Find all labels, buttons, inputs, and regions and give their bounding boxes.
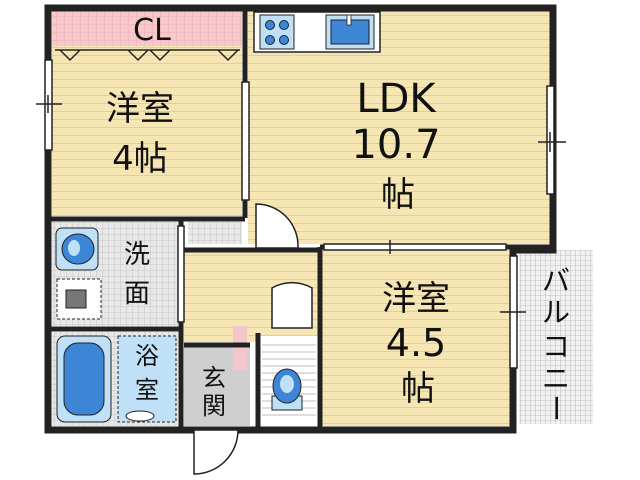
windows [36, 59, 566, 369]
ldk-size: 10.7 [351, 122, 440, 168]
balcony-floor [519, 250, 593, 424]
western-room-b-floor [320, 250, 510, 426]
entrance-label-1: 玄 [202, 364, 226, 392]
balcony-char: ニ [542, 362, 570, 395]
western-room-b-name: 洋室 [382, 279, 450, 319]
balcony-char: ー [539, 394, 572, 422]
door-swings [193, 203, 313, 475]
kitchen-counter [253, 11, 381, 53]
western-room-a-floor [52, 46, 242, 216]
washroom-label-1: 洗 [124, 240, 150, 270]
kitchen-tile [188, 222, 242, 244]
walls [44, 4, 557, 434]
ldk-unit: 帖 [381, 175, 415, 215]
ldk-name: LDK [356, 76, 437, 122]
western-room-a-name: 洋室 [106, 89, 174, 129]
washing-machine-icon [56, 278, 102, 320]
washbasin-icon [55, 227, 99, 271]
entrance-label-2: 関 [202, 392, 226, 420]
toilet-icon [271, 368, 303, 411]
closet-doors [55, 49, 240, 62]
stove-icon [259, 14, 295, 50]
balcony-char: バ [542, 264, 570, 297]
western-room-b-unit: 帖 [401, 369, 435, 409]
balcony-label: バ ル コ ニ ー [539, 264, 572, 422]
bathtub-icon [56, 335, 112, 423]
western-room-a-size: 4帖 [112, 139, 168, 179]
bathroom-label-1: 浴 [135, 342, 159, 370]
bathroom-label-2: 室 [135, 376, 159, 404]
closet-floor [52, 10, 242, 46]
closet-label: CL [133, 13, 171, 48]
washroom-label-2: 面 [124, 279, 150, 309]
balcony-char: ル [542, 296, 570, 329]
balcony-char: コ [542, 330, 570, 363]
shower-area [117, 335, 177, 423]
entrance-step [233, 326, 247, 370]
sink-icon [325, 14, 375, 50]
western-room-b-size: 4.5 [386, 321, 446, 365]
